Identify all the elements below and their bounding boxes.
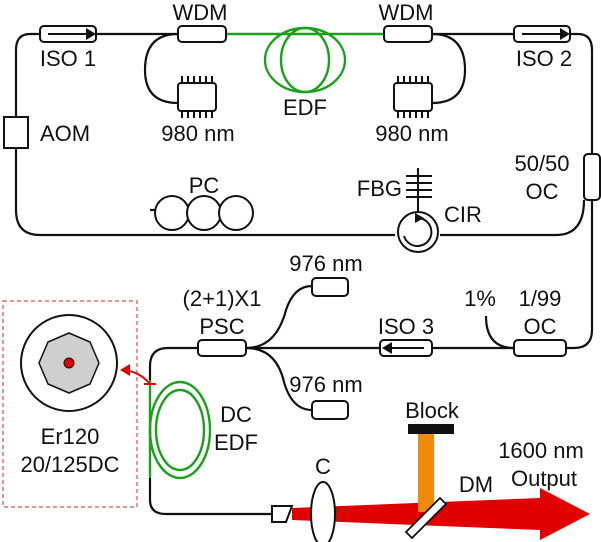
label-iso1: ISO 1 <box>40 46 96 71</box>
label-wdm-left: WDM <box>173 0 228 25</box>
label-dc: DC <box>220 402 252 427</box>
label-cir: CIR <box>444 202 482 227</box>
label-oc199-bottom: OC <box>524 314 557 339</box>
pump-chip-right <box>393 76 433 118</box>
inset-pointer-arrowhead <box>120 364 130 376</box>
label-pump976-bottom: 976 nm <box>289 372 362 397</box>
label-block: Block <box>405 398 460 423</box>
psc-pump-fiber-top <box>245 284 313 350</box>
label-1pct: 1% <box>464 286 496 311</box>
label-oc199-top: 1/99 <box>519 286 562 311</box>
wdm-right-pump-fiber <box>431 32 467 105</box>
edf-coil-loop-1 <box>279 26 331 94</box>
label-dc-edf: EDF <box>214 430 258 455</box>
label-fbg: FBG <box>357 176 402 201</box>
label-pump976-top: 976 nm <box>289 251 362 276</box>
label-edf: EDF <box>283 95 327 120</box>
psc-component <box>197 339 247 357</box>
output-beam <box>292 488 590 540</box>
label-oc5050-bottom: OC <box>526 179 559 204</box>
aom-component <box>3 116 29 149</box>
upper-loop-left-fiber <box>14 32 395 237</box>
wdm-left-component <box>177 25 227 43</box>
label-fiber-spec: 20/125DC <box>20 452 119 477</box>
label-wdm-right: WDM <box>379 0 434 25</box>
fiber-end-component <box>271 505 294 523</box>
reflected-beam <box>418 432 434 512</box>
oc-199-component <box>513 339 567 357</box>
wdm-right-component <box>383 25 433 43</box>
fiber-core <box>63 357 75 369</box>
beam-block <box>408 424 454 434</box>
fiber-1pct-tap <box>484 315 515 350</box>
fiber-oc-right-vertical <box>566 200 594 350</box>
fiber-psc-to-dcedf <box>148 346 198 380</box>
oc-5050-component <box>583 153 601 201</box>
iso3-component <box>379 339 433 357</box>
fbg-component <box>406 168 432 212</box>
label-lens: C <box>315 454 331 479</box>
pump976-top-component <box>311 277 349 297</box>
fiber-iso2-oc <box>570 32 594 154</box>
label-aom: AOM <box>40 121 90 146</box>
fiber-oc-to-cir <box>440 199 586 237</box>
pc-component <box>154 195 254 231</box>
wdm-left-pump-fiber <box>143 32 179 105</box>
psc-pump-fiber-bottom <box>245 346 313 412</box>
fiber-dcedf-to-collimator <box>148 478 272 516</box>
label-output-bottom: Output <box>511 466 577 491</box>
label-fiber-name: Er120 <box>41 424 100 449</box>
label-pump-right: 980 nm <box>375 121 448 146</box>
dc-edf-coil-2 <box>154 388 206 472</box>
label-pc: PC <box>189 173 220 198</box>
iso2-component <box>513 25 571 43</box>
dm-mirror <box>404 496 448 540</box>
dc-edf-coil-1 <box>148 380 212 480</box>
label-dm: DM <box>459 472 493 497</box>
label-iso3: ISO 3 <box>378 314 434 339</box>
label-iso2: ISO 2 <box>516 46 572 71</box>
label-oc5050-top: 50/50 <box>514 151 569 176</box>
label-pump-left: 980 nm <box>161 121 234 146</box>
pump976-bottom-component <box>311 400 349 420</box>
fiber-inset-box <box>2 300 138 508</box>
cir-component <box>397 211 439 253</box>
label-psc-top: (2+1)X1 <box>183 286 262 311</box>
label-psc-bottom: PSC <box>199 314 244 339</box>
pump-chip-left <box>177 76 217 118</box>
label-output-top: 1600 nm <box>498 438 584 463</box>
iso1-component <box>39 25 97 43</box>
edf-coil-loop-2 <box>263 26 347 94</box>
collimator-lens <box>310 481 336 542</box>
